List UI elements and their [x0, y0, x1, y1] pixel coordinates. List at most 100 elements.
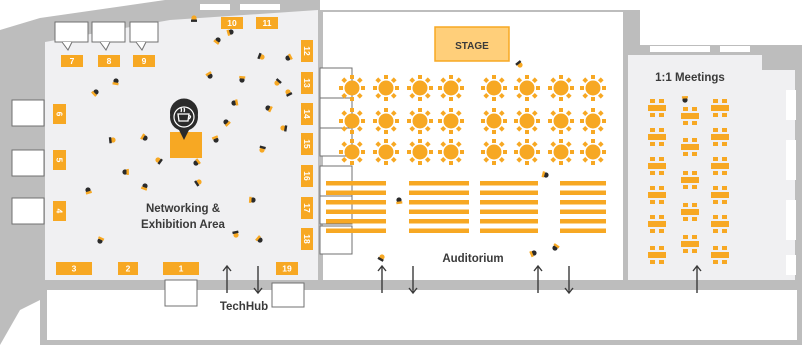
person-marker: [285, 53, 293, 61]
round-table: [339, 108, 365, 134]
meeting-table: [648, 157, 666, 175]
round-table: [548, 139, 574, 165]
round-table: [407, 108, 433, 134]
booth-1[interactable]: 1: [163, 262, 199, 275]
person-marker: [396, 197, 403, 205]
meetings-label: 1:1 Meetings: [655, 72, 725, 84]
booth-4[interactable]: 4: [53, 201, 66, 221]
booth-7-label: 7: [70, 56, 75, 66]
round-table: [373, 139, 399, 165]
booth-19[interactable]: 19: [276, 262, 298, 275]
meeting-table: [648, 128, 666, 146]
person-marker: [191, 15, 197, 22]
person-marker: [112, 78, 119, 86]
booth-7[interactable]: 7: [61, 55, 83, 67]
booth-6[interactable]: 6: [53, 104, 66, 124]
round-table: [339, 75, 365, 101]
people-markers: [85, 15, 688, 262]
down-arrow-icon: [564, 266, 574, 295]
booth-1-label: 1: [179, 264, 184, 274]
booth-18[interactable]: 18: [301, 228, 313, 250]
booth-5[interactable]: 5: [53, 150, 66, 170]
person-marker: [681, 95, 688, 103]
booth-16[interactable]: 16: [301, 165, 313, 187]
bench: [409, 228, 469, 233]
round-table: [438, 75, 464, 101]
bench: [480, 200, 538, 205]
booth-8[interactable]: 8: [98, 55, 120, 67]
round-table: [548, 108, 574, 134]
up-arrow-icon: [692, 264, 702, 293]
person-marker: [226, 29, 234, 36]
booth-5-label: 5: [55, 158, 65, 163]
round-table: [514, 139, 540, 165]
booth-8-label: 8: [107, 56, 112, 66]
booth-10[interactable]: 10: [221, 17, 243, 29]
wall-openings: [200, 4, 796, 275]
stage-label: STAGE: [455, 41, 489, 52]
booth-9-label: 9: [142, 56, 147, 66]
person-marker: [91, 89, 99, 97]
bench-rows: [326, 181, 606, 233]
networking-label-line2: Exhibition Area: [141, 219, 226, 231]
person-marker: [552, 243, 560, 251]
person-marker: [232, 230, 239, 238]
bench: [560, 181, 606, 186]
booth-2[interactable]: 2: [118, 262, 138, 275]
bench: [409, 181, 469, 186]
person-marker: [515, 60, 523, 68]
meeting-table: [648, 99, 666, 117]
bench: [326, 200, 386, 205]
person-marker: [265, 105, 273, 113]
person-marker: [140, 133, 148, 141]
meeting-table: [711, 215, 729, 233]
person-marker: [85, 187, 93, 195]
bench: [560, 228, 606, 233]
booth-6-label: 6: [55, 112, 65, 117]
booth-13[interactable]: 13: [301, 72, 313, 94]
booth-11[interactable]: 11: [256, 17, 278, 29]
person-marker: [194, 179, 202, 187]
person-marker: [239, 75, 246, 83]
person-marker: [231, 99, 239, 106]
bench: [480, 219, 538, 224]
booth-14-label: 14: [302, 109, 312, 119]
meeting-table: [681, 203, 699, 221]
round-table: [580, 139, 606, 165]
meeting-table: [681, 171, 699, 189]
round-table: [514, 108, 540, 134]
booth-14[interactable]: 14: [301, 103, 313, 125]
booth-11-label: 11: [263, 18, 272, 28]
booth-17[interactable]: 17: [301, 197, 313, 219]
meeting-table: [681, 138, 699, 156]
bench: [326, 190, 386, 195]
round-table: [339, 139, 365, 165]
round-table: [407, 139, 433, 165]
coffee-pin[interactable]: [170, 98, 202, 158]
person-marker: [155, 157, 163, 165]
booth-2-label: 2: [126, 264, 131, 274]
bench: [560, 219, 606, 224]
round-table: [407, 75, 433, 101]
booth-12-label: 12: [302, 46, 312, 56]
booth-16-label: 16: [302, 171, 312, 181]
bench: [560, 200, 606, 205]
bench: [480, 181, 538, 186]
up-arrow-icon: [377, 264, 387, 293]
bench: [480, 209, 538, 214]
bench: [560, 209, 606, 214]
bench: [326, 228, 386, 233]
booth-12[interactable]: 12: [301, 40, 313, 62]
booth-3-label: 3: [72, 264, 77, 274]
round-table: [548, 75, 574, 101]
up-arrow-icon: [533, 264, 543, 293]
booth-19-label: 19: [282, 264, 292, 274]
booth-10-label: 10: [227, 18, 237, 28]
booth-9[interactable]: 9: [133, 55, 155, 67]
person-marker: [285, 89, 293, 97]
round-table: [580, 75, 606, 101]
booth-3[interactable]: 3: [56, 262, 92, 275]
booth-outlines: [11, 21, 353, 308]
booth-15[interactable]: 15: [301, 133, 313, 155]
